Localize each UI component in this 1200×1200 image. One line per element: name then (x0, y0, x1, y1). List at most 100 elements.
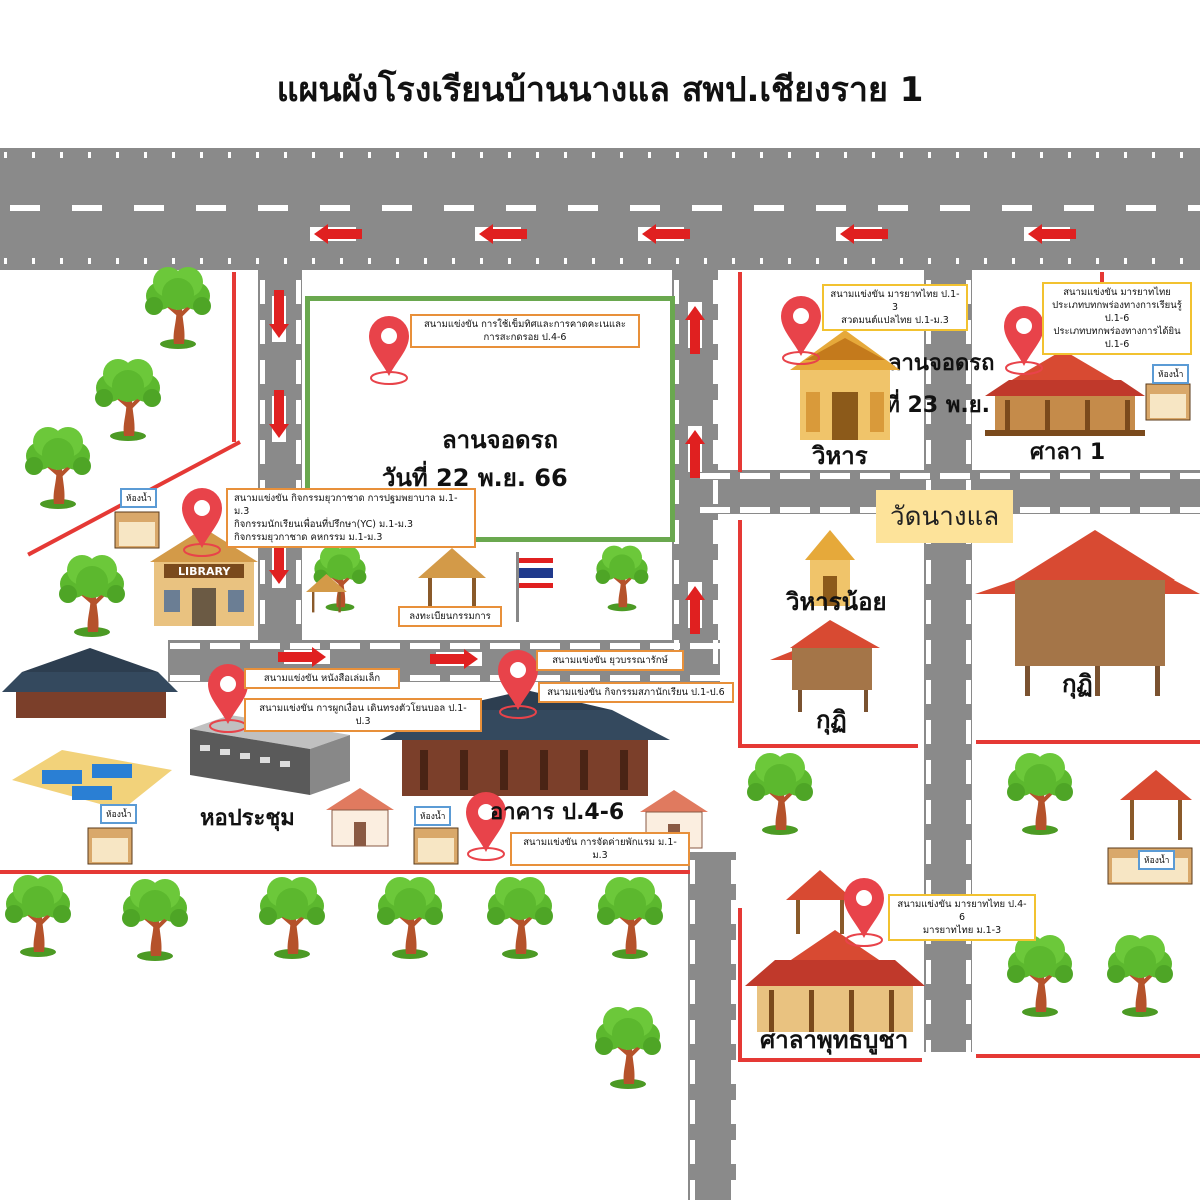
lane-marking (872, 258, 875, 264)
lane-marking (966, 960, 971, 984)
tree-icon (120, 877, 190, 963)
lane-marking (444, 205, 474, 211)
tree-icon (1105, 933, 1175, 1019)
lane-marking (170, 675, 200, 681)
restroom-label: ห้องน้ำ (100, 804, 138, 824)
restroom-label: ห้องน้ำ (120, 488, 158, 508)
lane-marking (926, 440, 931, 464)
lane-marking (966, 760, 971, 784)
lane-marking (700, 507, 730, 513)
lane-marking (10, 205, 40, 211)
parking-lot-label: ลานจอดรถ (400, 420, 600, 459)
venue-knot: สนามแข่งขัน การผูกเงื่อน เดินทรงตัวโยนบอ… (244, 698, 482, 732)
lane-marking (648, 152, 651, 158)
lane-marking (88, 152, 91, 158)
lane-marking (816, 152, 819, 158)
lane-marking (926, 680, 931, 704)
venue-manners-vihara-line1: สนามแข่งขัน มารยาทไทย ป.1-3 (830, 289, 960, 313)
lane-marking (690, 1060, 695, 1084)
lane-marking (844, 258, 847, 264)
lane-marking (1152, 152, 1155, 158)
lane-marking (72, 205, 102, 211)
lane-marking (731, 1140, 736, 1164)
lane-marking (966, 440, 971, 464)
lane-marking (690, 980, 695, 1004)
meeting-hall-label: หอประชุม (200, 806, 295, 831)
lane-marking (506, 205, 536, 211)
lane-marking (984, 152, 987, 158)
venue-yuwa: สนามแข่งขัน ยุวบรรณารักษ์ (536, 650, 684, 671)
lane-marking (740, 473, 770, 479)
lane-marking (256, 258, 259, 264)
lane-marking (340, 152, 343, 158)
parking-lot-line1: ลานจอดรถ (441, 426, 559, 454)
lane-marking (620, 258, 623, 264)
lane-marking (690, 1020, 695, 1044)
lane-marking (674, 480, 679, 504)
lane-marking (754, 205, 784, 211)
lane-marking (844, 152, 847, 158)
lane-marking (116, 152, 119, 158)
tree-icon (3, 873, 73, 959)
lane-marking (1180, 258, 1183, 264)
lane-marking (674, 560, 679, 584)
lane-marking (956, 258, 959, 264)
lane-marking (704, 152, 707, 158)
vihara-label: วิหาร (812, 442, 868, 470)
lane-marking (900, 152, 903, 158)
lane-marking (196, 205, 226, 211)
lane-marking (692, 205, 722, 211)
lane-marking (966, 600, 971, 624)
lane-marking (144, 258, 147, 264)
lane-marking (452, 258, 455, 264)
lane-marking (731, 940, 736, 964)
lane-marking (731, 1180, 736, 1200)
lane-marking (926, 1040, 931, 1064)
lane-marking (760, 152, 763, 158)
lane-marking (940, 205, 970, 211)
restroom-label: ห้องน้ำ (1138, 850, 1176, 870)
tree-icon (593, 1005, 663, 1091)
venue-scout-line1: สนามแข่งขัน กิจกรรมยุวกาชาด การปฐมพยาบาล… (234, 493, 458, 517)
lane-marking (1140, 507, 1170, 513)
restroom-icon (413, 827, 459, 865)
lane-marking (731, 1100, 736, 1124)
lane-marking (296, 360, 301, 384)
lane-marking (630, 205, 660, 211)
lane-marking (674, 600, 679, 624)
lane-marking (713, 320, 718, 344)
registration-label: ลงทะเบียนกรรมการ (398, 606, 502, 627)
lane-marking (530, 675, 560, 681)
venue-manners-buddha: สนามแข่งขัน มารยาทไทย ป.4-6 มารยาทไทย ม.… (888, 894, 1036, 941)
lane-marking (4, 152, 7, 158)
boundary-line (976, 1054, 1200, 1058)
lane-marking (290, 643, 320, 649)
lane-marking (370, 643, 400, 649)
lane-marking (674, 520, 679, 544)
lane-marking (480, 258, 483, 264)
lane-marking (674, 280, 679, 304)
location-pin-icon (1003, 305, 1045, 375)
tree-icon (23, 425, 93, 511)
lane-marking (260, 560, 265, 584)
lane-marking (674, 400, 679, 424)
lane-marking (731, 860, 736, 884)
lane-marking (1140, 473, 1170, 479)
lane-marking (966, 640, 971, 664)
lane-marking (966, 360, 971, 384)
location-pin-icon (181, 487, 223, 557)
lane-marking (966, 320, 971, 344)
lane-marking (650, 643, 680, 649)
tree-icon (595, 875, 665, 961)
lane-marking (610, 643, 640, 649)
lane-marking (713, 280, 718, 304)
lane-marking (690, 1100, 695, 1124)
lane-marking (1012, 152, 1015, 158)
lane-marking (674, 360, 679, 384)
lane-marking (410, 643, 440, 649)
tree-icon (375, 875, 445, 961)
lane-marking (926, 640, 931, 664)
lane-marking (980, 473, 1010, 479)
lane-marking (731, 1020, 736, 1044)
venue-compass: สนามแข่งขัน การใช้เข็มทิศและการคาดคะเนแล… (410, 314, 640, 348)
